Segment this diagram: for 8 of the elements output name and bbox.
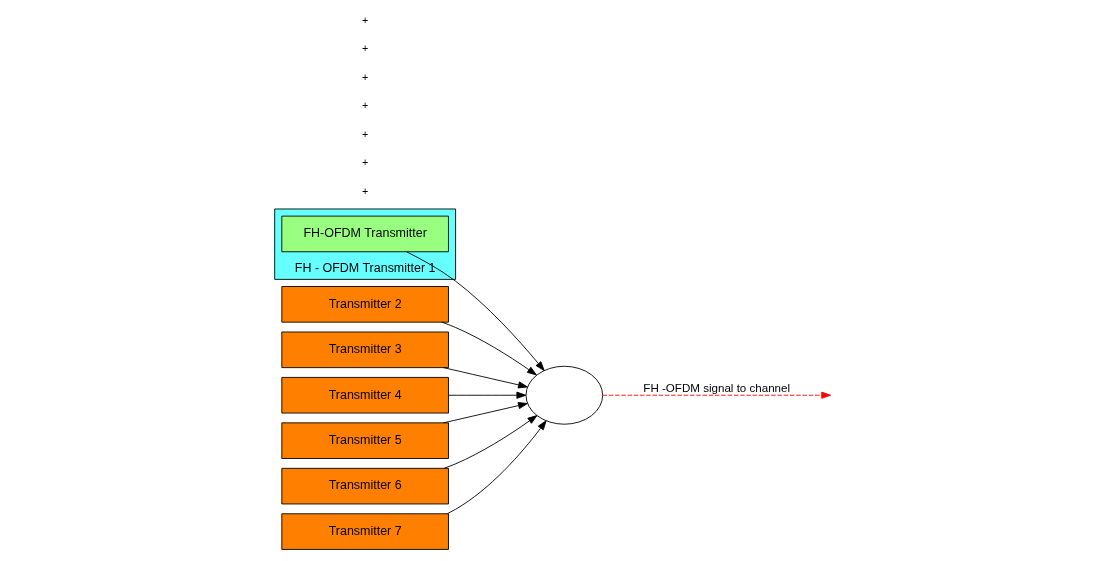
label: + xyxy=(362,13,369,26)
label: + xyxy=(362,42,369,55)
label: + xyxy=(362,184,369,197)
label: + xyxy=(362,99,369,112)
label: + xyxy=(362,70,369,83)
label: + xyxy=(362,127,369,140)
edge-label: FH -OFDM signal to channel xyxy=(643,382,791,395)
label: + xyxy=(362,156,369,169)
